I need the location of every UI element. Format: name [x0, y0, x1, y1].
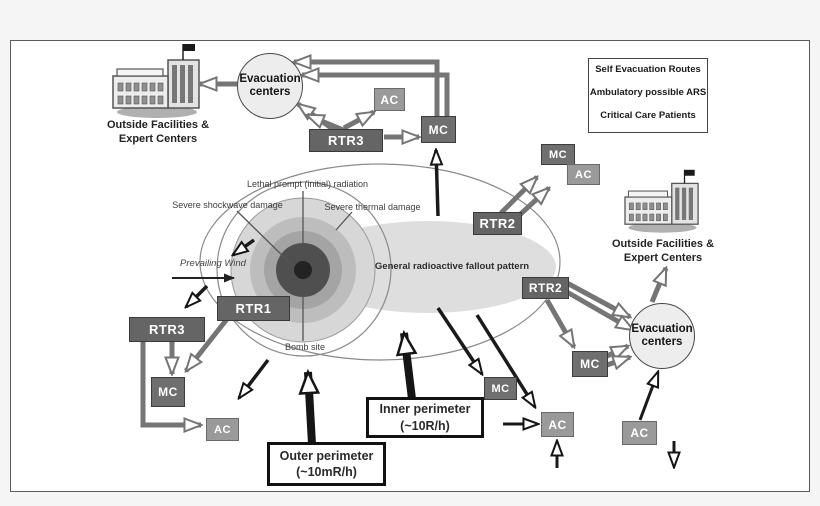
legend-critical-label: Critical Care Patients: [600, 110, 696, 121]
ac-top-box: AC: [374, 88, 405, 111]
hospital-building-icon: [112, 43, 200, 119]
outer-perimeter-label: Outer perimeter (~10mR/h): [267, 442, 386, 486]
hospital-building-icon: [624, 169, 699, 234]
ac-bottomcenter-box: AC: [541, 412, 574, 437]
mc-topright-box: MC: [541, 144, 575, 165]
ac-left-box: AC: [206, 418, 239, 441]
rtr3-top-box: RTR3: [309, 129, 383, 152]
mc-right-box: MC: [572, 351, 608, 377]
bomb-site-label: Bomb site: [284, 342, 326, 352]
legend-ambulatory-label: Ambulatory possible ARS: [589, 87, 707, 98]
inner-perimeter-circle: [216, 181, 392, 357]
shockwave-damage-label: Severe shockwave damage: [172, 200, 283, 210]
rtr2-lower-box: RTR2: [522, 277, 569, 299]
rtr1-box: RTR1: [217, 296, 290, 321]
rtr2-upper-box: RTR2: [473, 212, 522, 235]
casualty-transfer-arrows: [140, 62, 669, 425]
self-evacuation-arrows: [186, 150, 674, 468]
outside-facilities-right-label: Outside Facilities & Expert Centers: [611, 238, 715, 264]
evacuation-centers-right: Evacuation centers: [629, 303, 695, 369]
ac-topright-box: AC: [567, 164, 600, 185]
mc-bottomcenter-box: MC: [484, 377, 517, 400]
perimeter-pointer-arrows: [308, 333, 412, 445]
prevailing-wind-label: Prevailing Wind: [180, 258, 246, 269]
outside-facilities-left-label: Outside Facilities & Expert Centers: [106, 119, 210, 145]
lethal-radiation-label: Lethal prompt (initial) radiation: [246, 179, 369, 189]
mc-left-box: MC: [151, 377, 185, 407]
legend-self-evacuation-label: Self Evacuation Routes: [595, 64, 701, 75]
bomb-site-dot: [294, 261, 312, 279]
rtr3-left-box: RTR3: [129, 317, 205, 342]
label-pointer-lines: [236, 191, 353, 341]
fallout-pattern-label: General radioactive fallout pattern: [374, 261, 530, 272]
evacuation-centers-left: Evacuation centers: [237, 53, 303, 119]
inner-perimeter-label: Inner perimeter (~10R/h): [366, 397, 484, 438]
ac-bottomright-box: AC: [622, 421, 657, 445]
outer-perimeter-ellipse: [199, 163, 561, 361]
mc-top-box: MC: [421, 116, 456, 143]
thermal-damage-label: Severe thermal damage: [324, 202, 421, 212]
